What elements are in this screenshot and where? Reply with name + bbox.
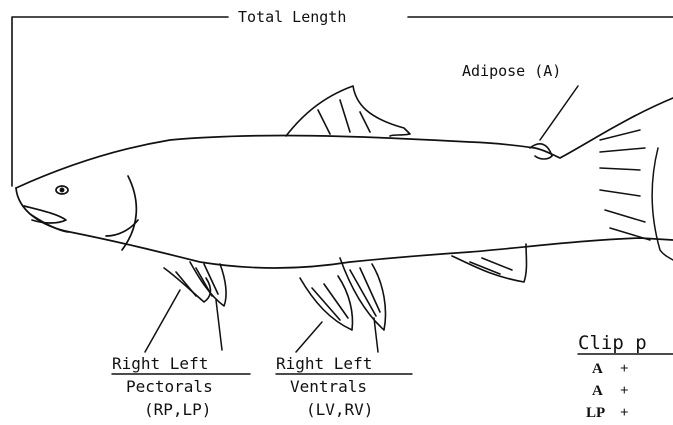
caudal-fin: [600, 130, 673, 260]
pectorals-codes-label: (RP,LP): [144, 400, 211, 419]
clip-row-code: LP: [586, 405, 605, 421]
clip-row-sign: +: [620, 405, 629, 421]
adipose-label: Adipose (A): [462, 62, 561, 80]
ventral-pointers: [296, 318, 378, 352]
pectoral-fins: [164, 262, 226, 306]
pectorals-sides-label: Right Left: [112, 354, 208, 373]
clip-row-code: A: [592, 361, 603, 377]
adipose-fin: [530, 144, 552, 159]
clip-row-sign: +: [620, 361, 629, 377]
clip-table-heading: Clip p: [578, 332, 647, 354]
clip-row-sign: +: [620, 383, 629, 399]
ventrals-codes-label: (LV,RV): [306, 400, 373, 419]
adipose-pointer: [540, 86, 578, 140]
pectoral-pointers: [145, 290, 222, 352]
pectorals-name-label: Pectorals: [126, 377, 213, 396]
clip-table: Clip p A + A + LP +: [578, 332, 673, 421]
ventrals-name-label: Ventrals: [290, 377, 367, 396]
ventrals-sides-label: Right Left: [276, 354, 372, 373]
clip-row-code: A: [592, 383, 603, 399]
total-length-bracket: [12, 17, 673, 186]
ventral-fins: [300, 258, 386, 330]
fish-outline: [16, 98, 673, 268]
total-length-label: Total Length: [238, 8, 346, 26]
dorsal-fin: [286, 86, 410, 136]
